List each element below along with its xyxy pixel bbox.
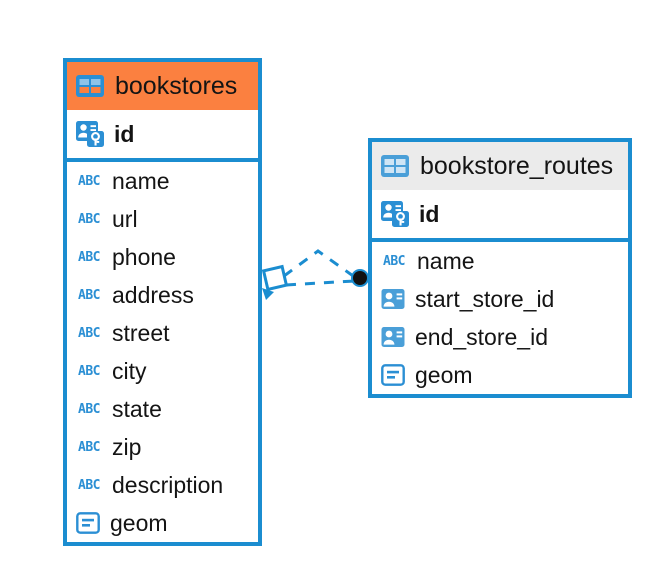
- field-row-url[interactable]: ABC url: [67, 200, 258, 238]
- field-row-start-store-id[interactable]: start_store_id: [372, 280, 628, 318]
- field-label-state: state: [112, 395, 162, 422]
- table-icon: [381, 155, 409, 177]
- field-row-state[interactable]: ABC state: [67, 390, 258, 428]
- abc-icon: ABC: [78, 173, 100, 189]
- geometry-icon: [381, 364, 405, 386]
- abc-icon: ABC: [383, 253, 405, 269]
- abc-icon: ABC: [78, 287, 100, 303]
- field-row-name[interactable]: ABC name: [372, 242, 628, 280]
- entity-title-bookstores: bookstores: [115, 71, 238, 100]
- entity-header-bookstore-routes[interactable]: bookstore_routes: [372, 142, 628, 190]
- abc-icon: ABC: [78, 439, 100, 455]
- foreign-key-icon: [381, 326, 405, 348]
- field-label-id: id: [419, 200, 440, 227]
- entity-table-bookstores[interactable]: bookstores id ABC: [63, 58, 262, 546]
- primary-key-divider: [372, 238, 628, 242]
- field-label-geom: geom: [110, 509, 168, 536]
- abc-icon: ABC: [78, 249, 100, 265]
- field-label-start-store-id: start_store_id: [415, 285, 555, 312]
- field-row-address[interactable]: ABC address: [67, 276, 258, 314]
- diamond-marker: [261, 264, 289, 300]
- field-label-city: city: [112, 357, 147, 384]
- field-label-phone: phone: [112, 243, 176, 270]
- abc-icon: ABC: [78, 401, 100, 417]
- foreign-key-icon: [381, 288, 405, 310]
- field-label-zip: zip: [112, 433, 142, 460]
- abc-icon: ABC: [78, 477, 100, 493]
- field-label-street: street: [112, 319, 170, 346]
- field-row-phone[interactable]: ABC phone: [67, 238, 258, 276]
- field-label-end-store-id: end_store_id: [415, 323, 548, 350]
- primary-key-icon: [76, 121, 104, 147]
- entity-table-bookstore-routes[interactable]: bookstore_routes id: [368, 138, 632, 398]
- field-label-id: id: [114, 120, 135, 147]
- abc-icon: ABC: [78, 363, 100, 379]
- relationship-line-upper: [283, 249, 357, 280]
- relationship-line-lower: [285, 279, 355, 287]
- entity-title-bookstore-routes: bookstore_routes: [420, 151, 614, 180]
- field-row-zip[interactable]: ABC zip: [67, 428, 258, 466]
- field-row-end-store-id[interactable]: end_store_id: [372, 318, 628, 356]
- field-row-name[interactable]: ABC name: [67, 162, 258, 200]
- primary-key-divider: [67, 158, 258, 162]
- field-row-geom[interactable]: geom: [67, 504, 258, 542]
- field-row-geom[interactable]: geom: [372, 356, 628, 394]
- field-label-url: url: [112, 205, 138, 232]
- entity-header-bookstores[interactable]: bookstores: [67, 62, 258, 110]
- geometry-icon: [76, 512, 100, 534]
- filled-circle-marker: [351, 269, 369, 287]
- field-row-description[interactable]: ABC description: [67, 466, 258, 504]
- field-row-id[interactable]: id: [372, 190, 628, 238]
- field-label-description: description: [112, 471, 224, 498]
- field-label-name: name: [417, 247, 475, 274]
- table-icon: [76, 75, 104, 97]
- field-row-id[interactable]: id: [67, 110, 258, 158]
- abc-icon: ABC: [78, 211, 100, 227]
- abc-icon: ABC: [78, 325, 100, 341]
- primary-key-icon: [381, 201, 409, 227]
- field-label-geom: geom: [415, 361, 473, 388]
- field-row-street[interactable]: ABC street: [67, 314, 258, 352]
- field-label-name: name: [112, 167, 170, 194]
- field-row-city[interactable]: ABC city: [67, 352, 258, 390]
- field-label-address: address: [112, 281, 194, 308]
